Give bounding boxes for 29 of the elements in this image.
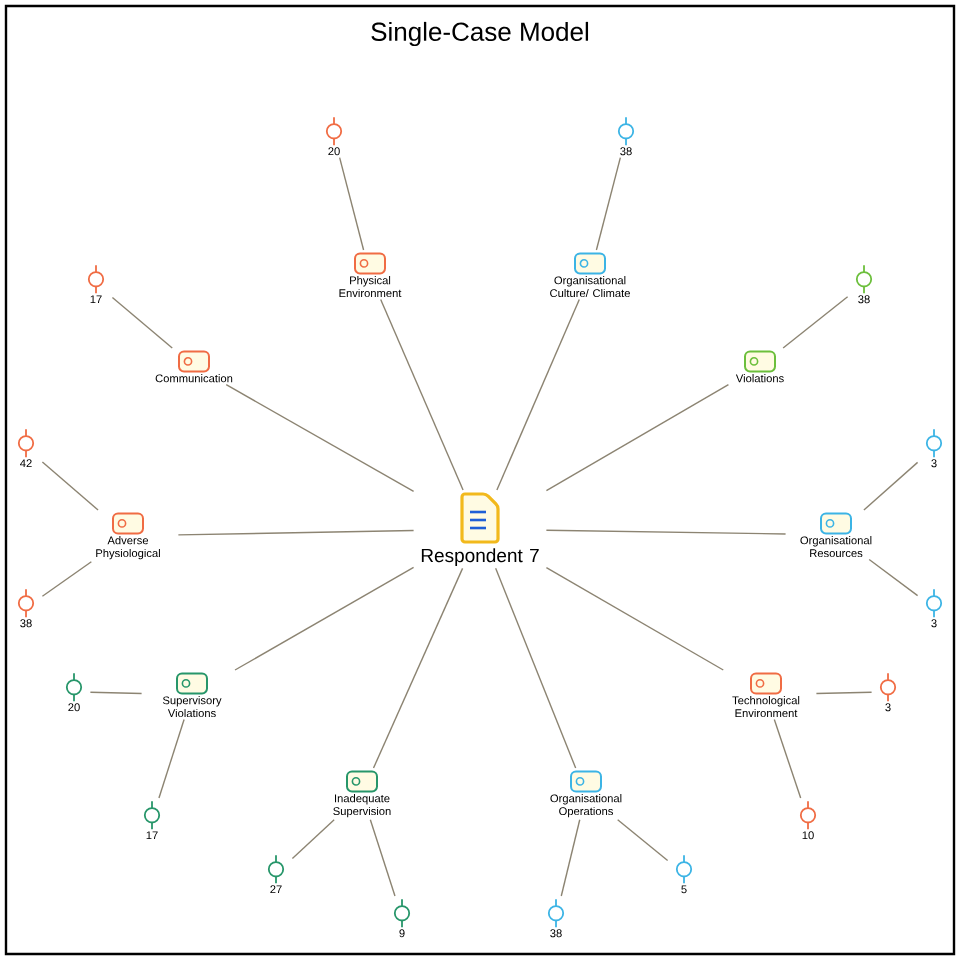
connector-line — [380, 298, 464, 491]
connector-line — [234, 566, 415, 671]
connector-line — [494, 567, 577, 769]
document-node: Respondent 7 — [421, 492, 539, 566]
connector-line — [41, 461, 99, 511]
connector-line — [545, 384, 730, 492]
connector-line — [560, 819, 581, 897]
connector-line — [89, 691, 143, 695]
connector-line — [111, 296, 173, 349]
connector-line — [177, 529, 415, 536]
connector-line — [369, 819, 396, 897]
node-label: Respondent 7 — [421, 548, 539, 566]
connector-line — [595, 156, 622, 251]
connector-line — [338, 156, 365, 251]
connector-line — [291, 819, 335, 860]
connector-line — [41, 561, 93, 597]
connector-line — [545, 566, 724, 671]
connector-line — [868, 558, 919, 597]
connector-line — [815, 691, 873, 695]
connector-line — [496, 298, 580, 491]
connector-line — [372, 567, 464, 769]
connector-line — [617, 819, 669, 862]
connector-line — [773, 718, 802, 799]
connector-line — [158, 718, 185, 799]
connector-line — [225, 384, 415, 493]
connector-line — [545, 529, 787, 535]
connector-line — [782, 296, 849, 349]
connector-line — [863, 461, 919, 511]
diagram-title: Single-Case Model — [371, 21, 589, 47]
